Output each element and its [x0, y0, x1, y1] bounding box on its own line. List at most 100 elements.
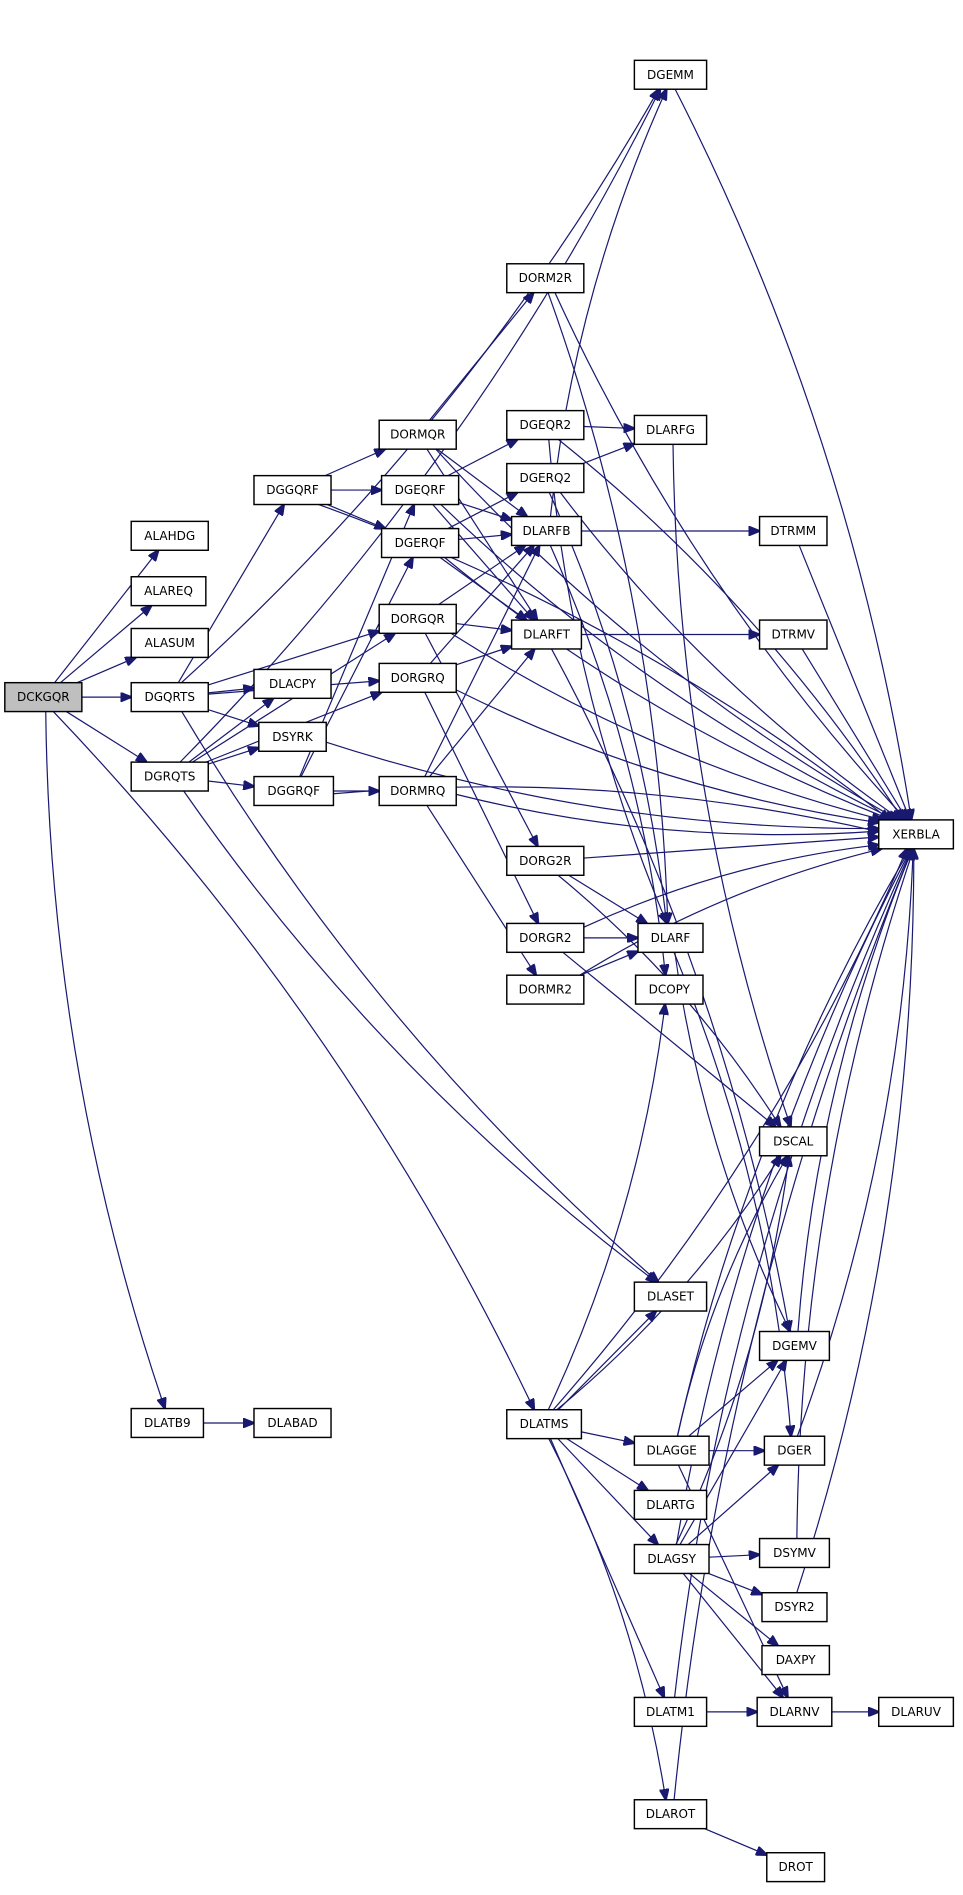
node-label: DSYR2 — [774, 1600, 814, 1614]
node-dlabad[interactable]: DLABAD — [253, 1407, 332, 1439]
node-dgerq2[interactable]: DGERQ2 — [506, 462, 585, 494]
node-xerbla[interactable]: XERBLA — [878, 819, 955, 850]
edge-dlarfb-to-dgemm — [549, 89, 666, 517]
node-dlagsy[interactable]: DLAGSY — [633, 1543, 710, 1575]
node-box — [633, 1489, 708, 1521]
node-label: DLARF — [651, 931, 691, 945]
node-dlarft[interactable]: DLARFT — [510, 619, 583, 650]
node-box — [756, 1696, 833, 1728]
node-dlatb9[interactable]: DLATB9 — [130, 1407, 205, 1439]
node-box — [633, 1696, 708, 1728]
node-dormrq[interactable]: DORMRQ — [378, 775, 457, 807]
node-dgqrts[interactable]: DGQRTS — [130, 681, 209, 713]
node-box — [378, 662, 457, 694]
node-box — [633, 1281, 708, 1312]
node-dorm2r[interactable]: DORM2R — [506, 263, 585, 294]
edge-dtrmm-to-xerbla — [798, 545, 910, 819]
node-label: DGEMM — [647, 68, 694, 82]
node-dgeqr2[interactable]: DGEQR2 — [506, 409, 585, 441]
node-label: DLARNV — [769, 1705, 820, 1719]
node-dlaruv[interactable]: DLARUV — [878, 1696, 955, 1728]
node-label: DSCAL — [773, 1134, 813, 1148]
node-box — [253, 775, 335, 807]
node-dorgqr[interactable]: DORGQR — [378, 603, 457, 635]
node-label: DLATMS — [520, 1417, 569, 1431]
node-label: DLAGSY — [647, 1552, 696, 1566]
node-dgemv[interactable]: DGEMV — [758, 1330, 831, 1362]
node-daxpy[interactable]: DAXPY — [761, 1644, 831, 1676]
node-alasum[interactable]: ALASUM — [130, 627, 209, 659]
node-dorgr2[interactable]: DORGR2 — [506, 922, 585, 954]
node-dormr2[interactable]: DORMR2 — [506, 974, 585, 1005]
node-label: DTRMV — [772, 628, 816, 642]
node-label: DLARTG — [646, 1498, 695, 1512]
node-box — [766, 1851, 826, 1883]
node-dlarfb[interactable]: DLARFB — [510, 515, 583, 547]
edge-dgerqf-to-dgerq2 — [447, 492, 518, 530]
node-dgerqf[interactable]: DGERQF — [380, 527, 460, 559]
node-dlarf[interactable]: DLARF — [637, 922, 704, 954]
node-drot[interactable]: DROT — [766, 1851, 826, 1883]
node-alahdg[interactable]: ALAHDG — [130, 520, 209, 551]
node-dormqr[interactable]: DORMQR — [378, 419, 457, 450]
node-label: DGEQRF — [395, 483, 446, 497]
node-box — [506, 922, 585, 954]
node-dscal[interactable]: DSCAL — [758, 1126, 828, 1157]
node-dsymv[interactable]: DSYMV — [758, 1537, 831, 1569]
node-box — [378, 419, 457, 450]
node-alareq[interactable]: ALAREQ — [130, 576, 207, 607]
node-box — [758, 619, 828, 650]
node-label: DSYMV — [773, 1546, 817, 1560]
node-dlagge[interactable]: DLAGGE — [633, 1435, 710, 1466]
edge-dormrq-to-dormr2 — [426, 805, 536, 975]
edge-dorgrq-to-dlarfb — [429, 545, 534, 664]
node-dorgrq[interactable]: DORGRQ — [378, 662, 457, 694]
node-dgemm[interactable]: DGEMM — [633, 59, 708, 90]
node-label: DGRQTS — [144, 770, 195, 784]
edge-dgqrts-to-dsyrk — [208, 709, 259, 726]
node-label: DSYRK — [272, 730, 314, 744]
node-dlatms[interactable]: DLATMS — [506, 1409, 583, 1440]
node-dlacpy[interactable]: DLACPY — [253, 668, 332, 700]
node-label: DROT — [778, 1860, 813, 1874]
node-dlarfg[interactable]: DLARFG — [633, 414, 708, 446]
edge-dckgqr-to-dlatms — [52, 711, 534, 1410]
node-box — [506, 409, 585, 441]
node-dcopy[interactable]: DCOPY — [634, 974, 704, 1005]
node-label: DLAROT — [646, 1807, 696, 1821]
node-label: DGEQR2 — [519, 418, 571, 432]
node-box — [878, 819, 955, 850]
edge-dlagge-to-dgemv — [688, 1360, 778, 1437]
node-dlaset[interactable]: DLASET — [633, 1281, 708, 1312]
node-dckgqr[interactable]: DCKGQR — [4, 681, 83, 713]
node-dlarnv[interactable]: DLARNV — [756, 1696, 833, 1728]
node-dggqrf[interactable]: DGGQRF — [253, 474, 332, 506]
node-dlartg[interactable]: DLARTG — [633, 1489, 708, 1521]
edge-dlarot-to-drot — [704, 1828, 767, 1855]
edge-dsyrk-to-xerbla — [326, 741, 879, 828]
node-dger[interactable]: DGER — [763, 1435, 826, 1466]
edge-dormqr-to-dlarft — [426, 448, 537, 620]
edge-dgqrts-to-dlaset — [181, 711, 659, 1283]
node-dorg2r[interactable]: DORG2R — [506, 845, 585, 876]
node-box — [258, 721, 327, 753]
node-box — [758, 1330, 831, 1362]
node-box — [380, 474, 460, 506]
node-dlarot[interactable]: DLAROT — [633, 1799, 708, 1830]
node-dsyr2[interactable]: DSYR2 — [761, 1591, 828, 1623]
node-dggrqf[interactable]: DGGRQF — [253, 775, 335, 807]
node-box — [633, 1799, 708, 1830]
node-box — [878, 1696, 955, 1728]
node-dgrqts[interactable]: DGRQTS — [130, 761, 209, 792]
node-label: DTRMM — [770, 524, 816, 538]
node-dtrmv[interactable]: DTRMV — [758, 619, 828, 650]
edge-dlagsy-to-dgemv — [679, 1360, 786, 1545]
node-dsyrk[interactable]: DSYRK — [258, 721, 327, 753]
edge-dlatms-to-dcopy — [547, 1004, 665, 1410]
node-dtrmm[interactable]: DTRMM — [758, 515, 828, 547]
node-dgeqrf[interactable]: DGEQRF — [380, 474, 460, 506]
node-dlatm1[interactable]: DLATM1 — [633, 1696, 708, 1728]
edge-dorm2r-to-xerbla — [554, 292, 906, 820]
edge-dlagsy-to-dsyr2 — [708, 1572, 762, 1594]
edge-dlatms-to-dlaset — [557, 1311, 656, 1411]
